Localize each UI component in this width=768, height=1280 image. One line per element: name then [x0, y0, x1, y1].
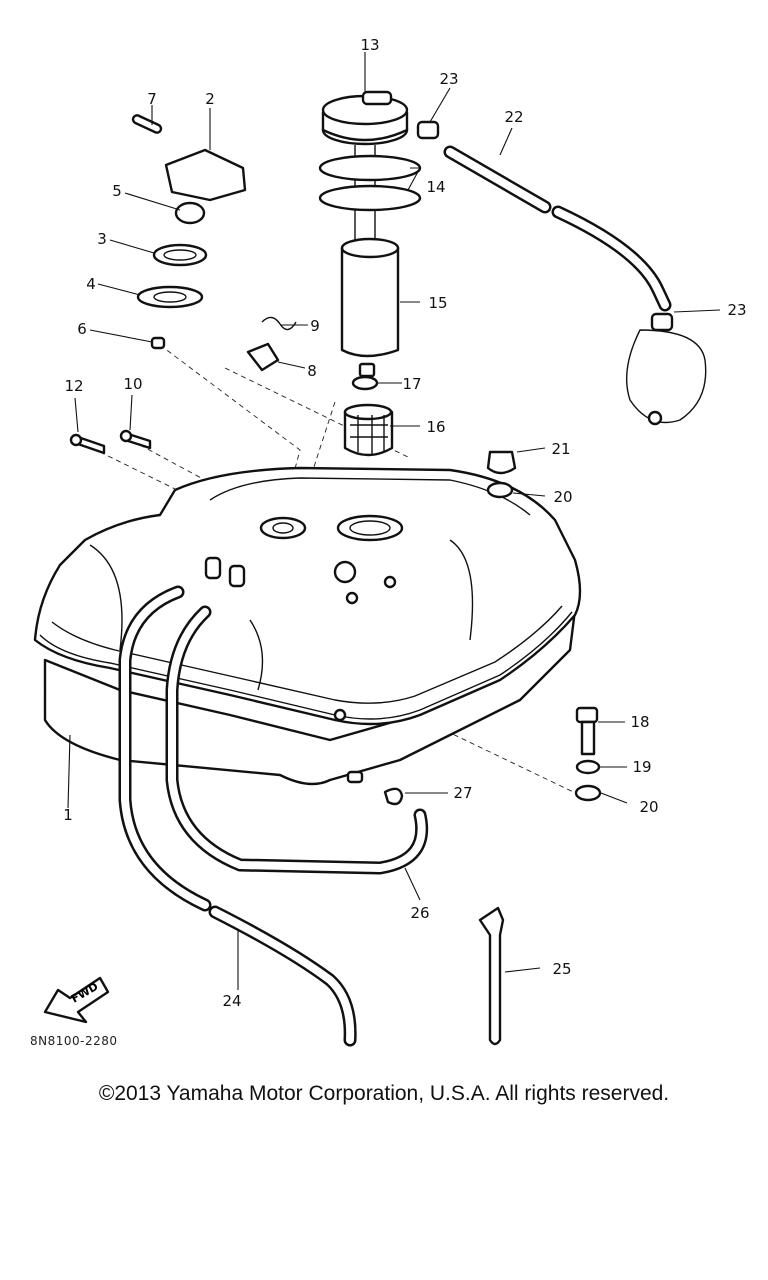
fuel-tank [33, 466, 582, 786]
callout-27: 27 [453, 784, 472, 802]
callout-1: 1 [63, 806, 73, 824]
callout-9: 9 [310, 317, 320, 335]
callout-3: 3 [97, 230, 107, 248]
fwd-arrow-icon: FWD [43, 976, 110, 1024]
pump-assembly [318, 90, 422, 457]
callout-8: 8 [307, 362, 317, 380]
callout-22: 22 [504, 108, 523, 126]
callout-18: 18 [630, 713, 649, 731]
callout-numbers: 13 23 7 2 22 14 5 3 4 15 23 9 6 8 17 12 … [63, 36, 746, 1010]
copyright-notice: ©2013 Yamaha Motor Corporation, U.S.A. A… [98, 1082, 670, 1105]
callout-20a: 20 [553, 488, 572, 506]
callout-7: 7 [147, 90, 157, 108]
callout-4: 4 [86, 275, 96, 293]
callout-17: 17 [402, 375, 421, 393]
hose-22 [443, 145, 672, 312]
right-parts [383, 120, 707, 1046]
diagram-reference-code: 8N8100-2280 [30, 1034, 118, 1048]
callout-25: 25 [552, 960, 571, 978]
callout-15: 15 [428, 294, 447, 312]
callout-10: 10 [123, 375, 142, 393]
callout-23a: 23 [439, 70, 458, 88]
leader-lines [67, 52, 721, 990]
callout-14: 14 [426, 178, 445, 196]
callout-12: 12 [64, 377, 83, 395]
callout-21: 21 [551, 440, 570, 458]
callout-24: 24 [222, 992, 241, 1010]
callout-19: 19 [632, 758, 651, 776]
fuel-tank-exploded-diagram: FWD 13 23 7 2 22 14 5 3 4 15 23 9 6 8 17… [33, 36, 747, 1047]
hose-26 [165, 605, 429, 875]
callout-26: 26 [410, 904, 429, 922]
callout-6: 6 [77, 320, 87, 338]
callout-23b: 23 [727, 301, 746, 319]
callout-2: 2 [205, 90, 215, 108]
small-parts [69, 114, 297, 455]
callout-5: 5 [112, 182, 122, 200]
callout-20b: 20 [639, 798, 658, 816]
hose-24 [118, 585, 357, 1047]
callout-16: 16 [426, 418, 445, 436]
callout-13: 13 [360, 36, 379, 54]
